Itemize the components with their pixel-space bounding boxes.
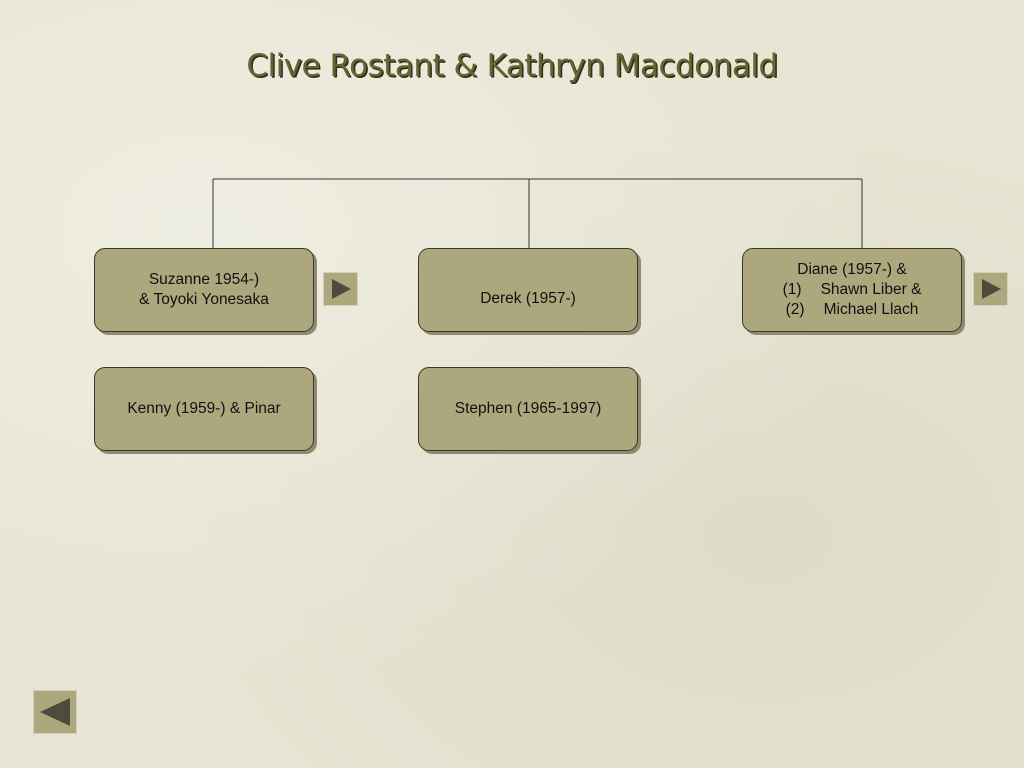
derek-name: Derek (1957-) — [480, 290, 576, 307]
triangle-right-icon — [331, 279, 351, 299]
diane-spouse-2-name: Michael Llach — [823, 301, 919, 318]
triangle-left-icon — [40, 698, 70, 726]
child-box-derek: Derek (1957-) — [418, 248, 638, 332]
diane-forward-button[interactable] — [973, 272, 1008, 306]
stephen-name: Stephen (1965-1997) — [454, 400, 602, 417]
kenny-name: Kenny (1959-) & Pinar — [127, 400, 281, 417]
child-box-stephen: Stephen (1965-1997) — [418, 367, 638, 451]
diane-spouse-1-name: Shawn Liber & — [820, 281, 922, 298]
page-title: Clive Rostant & Kathryn Macdonald — [246, 48, 778, 84]
child-box-suzanne: Suzanne 1954-) & Toyoki Yonesaka — [94, 248, 314, 332]
back-button[interactable] — [33, 690, 77, 734]
triangle-right-icon — [981, 279, 1001, 299]
suzanne-forward-button[interactable] — [323, 272, 358, 306]
diane-name: Diane (1957-) & — [797, 261, 907, 278]
diane-spouse-2-number: (2) — [785, 301, 805, 318]
child-box-kenny: Kenny (1959-) & Pinar — [94, 367, 314, 451]
suzanne-name: Suzanne 1954-) — [148, 271, 260, 288]
suzanne-spouse: & Toyoki Yonesaka — [139, 291, 269, 308]
diane-spouse-1-number: (1) — [782, 281, 802, 298]
diane-spouse-1: (1) Shawn Liber & — [783, 280, 922, 300]
diane-spouse-2: (2) Michael Llach — [786, 300, 919, 320]
child-box-diane: Diane (1957-) & (1) Shawn Liber & (2) Mich… — [742, 248, 962, 332]
